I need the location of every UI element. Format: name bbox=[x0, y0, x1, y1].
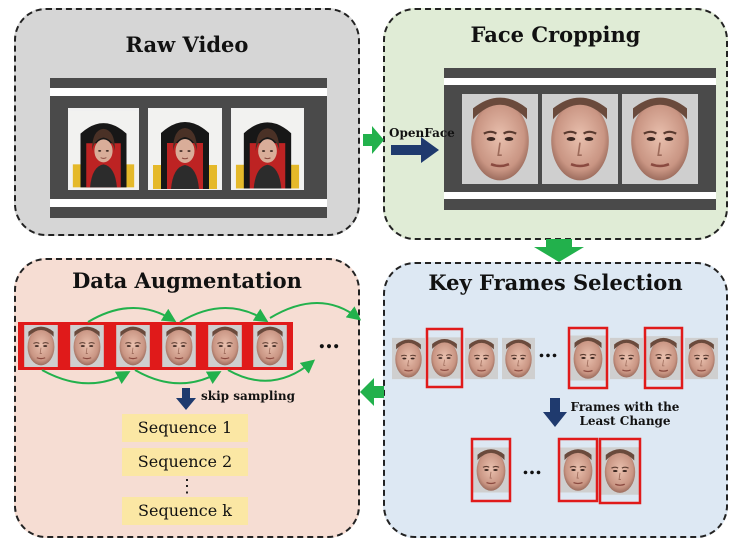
green-arrow-left bbox=[360, 378, 384, 406]
cropped-face-2 bbox=[542, 94, 618, 184]
cropped-face-3 bbox=[622, 94, 698, 184]
least-change-frame-1 bbox=[473, 446, 509, 494]
key-frame-selected bbox=[570, 334, 606, 382]
sequence-box-2: Sequence 2 bbox=[122, 448, 248, 476]
key-frames-row bbox=[392, 326, 718, 390]
cropped-face-1 bbox=[462, 94, 538, 184]
aug-frame bbox=[115, 325, 151, 367]
face-cropping-film-strip bbox=[444, 68, 716, 210]
aug-frame bbox=[252, 325, 288, 367]
openface-label: OpenFace bbox=[389, 126, 455, 140]
frames-least-change-label-2: Least Change bbox=[579, 414, 671, 428]
skip-arcs bbox=[41, 302, 362, 385]
navy-arrow-down-skip bbox=[176, 388, 196, 410]
key-frame bbox=[465, 337, 498, 380]
raw-frame-3 bbox=[232, 109, 303, 189]
key-frames-title: Key Frames Selection bbox=[428, 270, 683, 295]
frames-least-change-label-1: Frames with the bbox=[570, 400, 680, 414]
key-frame bbox=[610, 337, 643, 380]
augmentation-frames-row bbox=[18, 322, 293, 370]
key-frame bbox=[685, 337, 718, 380]
raw-frame-2 bbox=[149, 109, 221, 189]
key-frame bbox=[392, 337, 425, 380]
key-frame-selected bbox=[428, 336, 461, 380]
least-change-frame-2 bbox=[560, 446, 596, 494]
sequence-box-k: Sequence k bbox=[122, 497, 248, 525]
data-augmentation-title: Data Augmentation bbox=[72, 268, 302, 293]
navy-arrow-openface bbox=[391, 137, 439, 163]
navy-arrow-down-key bbox=[543, 398, 567, 427]
raw-video-title: Raw Video bbox=[125, 32, 249, 57]
raw-frame-1 bbox=[69, 110, 138, 188]
key-frame-selected bbox=[646, 335, 681, 381]
aug-ellipsis: … bbox=[318, 328, 340, 354]
sequence-box-1: Sequence 1 bbox=[122, 414, 248, 442]
key-ellipsis-2: … bbox=[522, 455, 542, 479]
green-arrow-right bbox=[363, 126, 384, 154]
green-arrow-down bbox=[534, 239, 584, 262]
face-cropping-title: Face Cropping bbox=[470, 22, 641, 47]
sequence-vdots: ⋮ bbox=[178, 476, 196, 497]
least-change-frame-3 bbox=[601, 446, 639, 496]
raw-video-film-strip bbox=[50, 78, 327, 218]
aug-frame bbox=[207, 325, 243, 367]
key-frame bbox=[502, 337, 535, 380]
key-ellipsis-1: … bbox=[538, 338, 558, 362]
aug-frame bbox=[161, 325, 197, 367]
aug-frame bbox=[69, 325, 105, 367]
skip-sampling-label: skip sampling bbox=[201, 389, 296, 403]
least-change-frames bbox=[470, 437, 642, 505]
aug-frame bbox=[23, 325, 59, 367]
